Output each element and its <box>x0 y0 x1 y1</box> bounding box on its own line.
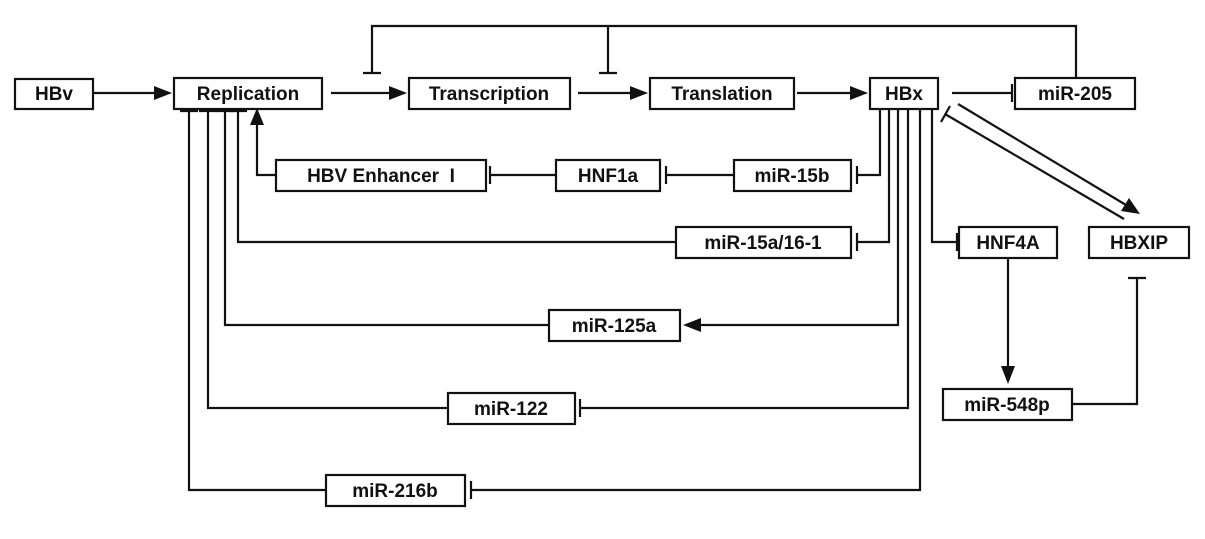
node-hnf1a-label: HNF1a <box>578 166 639 187</box>
edge-hbx-inhibits-mir122 <box>580 109 910 410</box>
edge-hbx-inhibits-hnf4a <box>930 109 957 244</box>
arrowhead-replication-enhancer <box>250 108 264 125</box>
edges <box>93 24 1146 499</box>
node-hbx-label: HBx <box>885 84 923 105</box>
node-mir15b: miR-15b <box>732 158 853 193</box>
node-hbxip: HBXIP <box>1087 225 1191 260</box>
node-mir15a161-label: miR-15a/16-1 <box>704 233 822 254</box>
edge-hbx-inhibits-mir15b <box>857 109 882 177</box>
node-mir122: miR-122 <box>446 391 577 426</box>
arrowhead-replication <box>154 86 172 100</box>
edge-hbx-to-hbxip <box>957 103 1127 206</box>
node-transcription-label: Transcription <box>429 84 549 105</box>
node-hnf1a: HNF1a <box>554 158 662 193</box>
node-translation: Translation <box>648 76 796 111</box>
node-mir205: miR-205 <box>1013 76 1137 111</box>
arrowhead-mir548p <box>1001 366 1015 384</box>
node-replication-label: Replication <box>197 84 299 105</box>
node-mir205-label: miR-205 <box>1038 84 1112 105</box>
edge-mir122-inhibits-replication <box>206 111 448 410</box>
edge-mir216b-inhibits-replication <box>187 111 326 492</box>
node-hnf4a: HNF4A <box>957 225 1059 260</box>
edge-mir205-feedback-bracket <box>370 24 1078 78</box>
arrowhead-translation <box>630 86 648 100</box>
edge-hbx-to-mir125a <box>698 109 900 327</box>
node-mir122-label: miR-122 <box>474 399 548 420</box>
node-mir216b: miR-216b <box>324 473 467 508</box>
node-mir548p: miR-548p <box>941 387 1074 422</box>
edge-mir548p-inhibits-hbxip <box>1072 278 1139 406</box>
edge-mir15a161-inhibits-replication <box>236 111 676 244</box>
arrowhead-hbx <box>850 86 868 100</box>
node-mir125a: miR-125a <box>547 308 682 343</box>
node-replication: Replication <box>172 76 324 111</box>
edge-hbx-inhibits-mir216b <box>471 109 922 492</box>
node-transcription: Transcription <box>407 76 572 111</box>
edge-mir125a-inhibits-replication <box>223 111 549 327</box>
node-mir548p-label: miR-548p <box>964 395 1050 416</box>
node-mir15b-label: miR-15b <box>755 166 830 187</box>
node-hbv-label: HBv <box>35 84 73 105</box>
node-mir216b-label: miR-216b <box>352 481 438 502</box>
inhibition-bar-hbx-hbxip <box>940 105 951 123</box>
arrowhead-mir125a <box>683 318 701 332</box>
node-hbv: HBv <box>13 77 95 111</box>
node-mir15a161: miR-15a/16-1 <box>674 225 853 260</box>
node-mir125a-label: miR-125a <box>572 316 657 337</box>
node-hbx: HBx <box>868 76 940 111</box>
node-hbv-enhancer: HBV Enhancer I <box>274 158 488 193</box>
node-hbxip-label: HBXIP <box>1110 233 1168 254</box>
node-translation-label: Translation <box>671 84 772 105</box>
arrowhead-hbxip <box>1121 198 1140 214</box>
node-hbv-enhancer-label: HBV Enhancer I <box>307 166 455 187</box>
arrowhead-transcription <box>389 86 407 100</box>
edge-hbx-inhibits-mir15a161 <box>857 109 891 244</box>
edge-enhancer-to-replication <box>255 123 276 177</box>
node-hnf4a-label: HNF4A <box>976 233 1040 254</box>
edge-hbxip-inhibits-hbx <box>944 113 1125 220</box>
nodes: HBv Replication Transcription Translatio… <box>13 76 1191 508</box>
